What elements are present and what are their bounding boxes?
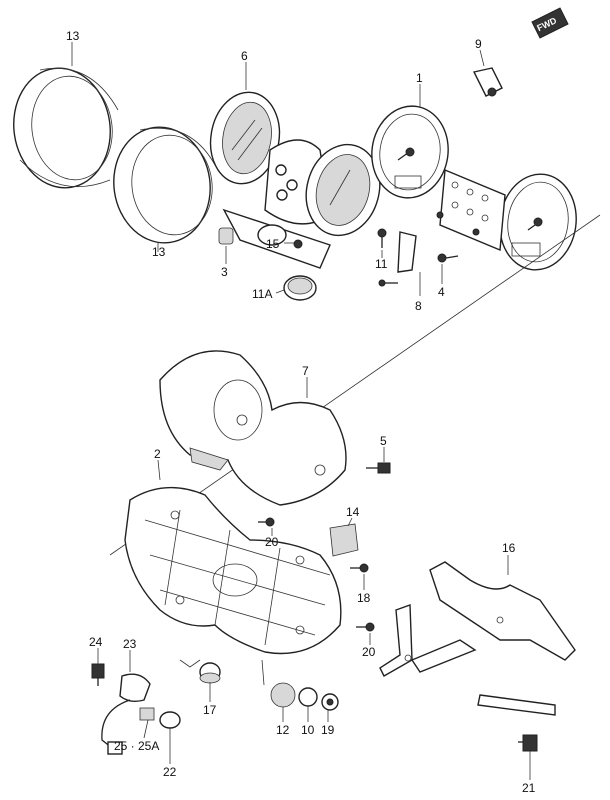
label-9: 9: [475, 37, 482, 51]
label-14: 14: [346, 505, 360, 519]
part-14-pad: [329, 523, 359, 557]
label-17: 17: [203, 703, 217, 717]
part-11-screw: [377, 228, 387, 248]
label-13-lower: 13: [152, 245, 166, 259]
label-8: 8: [415, 299, 422, 313]
part-4-screw: [437, 253, 459, 263]
label-15: 15: [266, 237, 280, 251]
label-6: 6: [241, 49, 248, 63]
part-23-sensor: [101, 673, 151, 755]
part-24-bolt: [91, 663, 105, 686]
part-22-grommet: [159, 711, 181, 729]
fwd-badge: FWD: [531, 7, 569, 39]
label-22: 22: [163, 765, 177, 779]
label-25-25a: 25 · 25A: [114, 739, 159, 753]
label-10: 10: [301, 723, 315, 737]
label-7: 7: [302, 364, 309, 378]
label-5: 5: [380, 434, 387, 448]
part-3-grommet: [218, 227, 234, 245]
part-1-meter-assembly: [371, 105, 577, 271]
part-9-socket: [472, 67, 503, 97]
label-21: 21: [522, 781, 536, 795]
part-20-screw-lower: [356, 622, 375, 632]
label-12: 12: [276, 723, 290, 737]
part-19-nut: [321, 693, 339, 711]
label-20-lower: 20: [362, 645, 376, 659]
label-11a: 11A: [252, 287, 272, 301]
label-18: 18: [357, 591, 371, 605]
label-23: 23: [123, 637, 137, 651]
part-17-grommet: [199, 662, 221, 684]
part-13-ring-upper: [13, 67, 119, 189]
part-8-bracket: [378, 231, 417, 287]
part-7-upper-cover: [159, 350, 347, 506]
label-13-upper: 13: [66, 29, 80, 43]
part-2-lower-case: [124, 486, 342, 655]
part-13-ring-lower: [113, 126, 216, 244]
label-16: 16: [502, 541, 516, 555]
label-3: 3: [221, 265, 228, 279]
part-labels: 13 13 6 1 9 3 15 11 8 4 11A 7 5 2 14 20 …: [66, 29, 536, 795]
leader-lines: [71, 42, 531, 780]
label-2: 2: [154, 447, 161, 461]
part-16-mount-bracket: [379, 561, 576, 716]
part-15-screw: [257, 224, 303, 249]
part-5-screw: [366, 462, 391, 474]
label-1: 1: [416, 71, 423, 85]
part-21-bolt: [518, 734, 538, 752]
label-20-upper: 20: [265, 535, 279, 549]
part-12-cushion: [270, 682, 296, 708]
part-11a-cap: [283, 275, 317, 301]
label-11: 11: [375, 257, 388, 271]
part-20-screw-upper: [258, 517, 275, 527]
part-10-washer: [298, 687, 318, 707]
part-25-screw: [139, 707, 155, 721]
label-24: 24: [89, 635, 103, 649]
part-18-screw: [350, 563, 369, 573]
label-19: 19: [321, 723, 335, 737]
label-4: 4: [438, 285, 445, 299]
